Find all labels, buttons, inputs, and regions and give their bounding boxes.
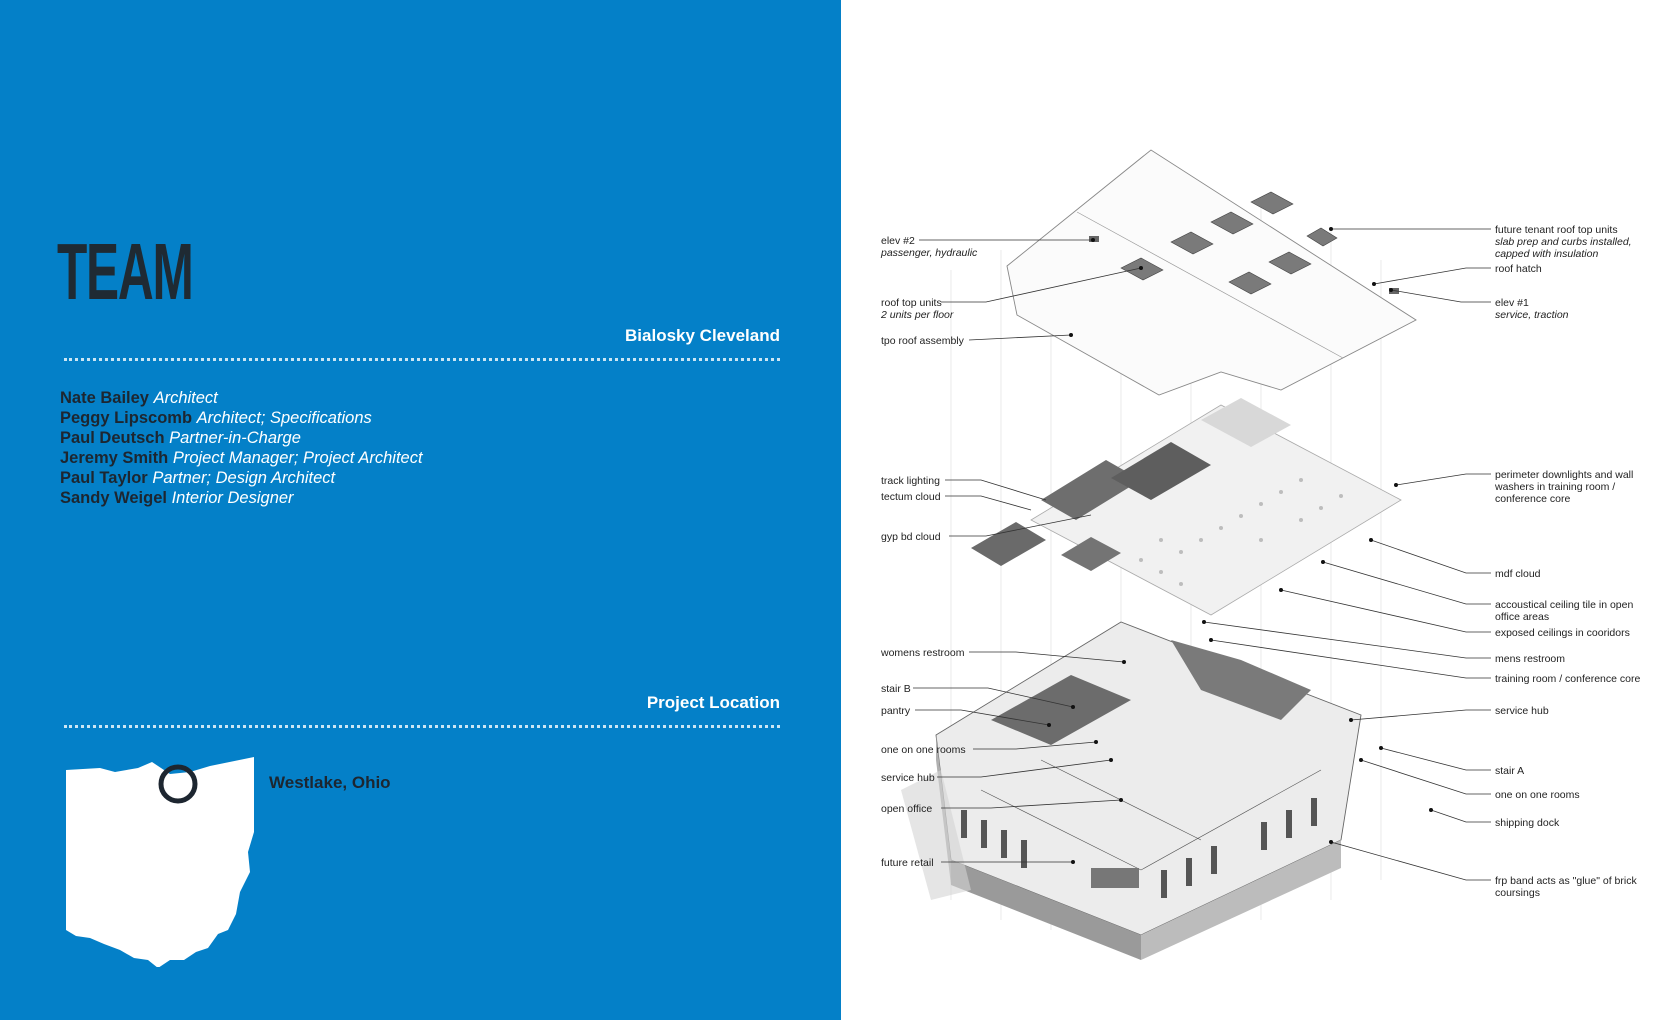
member-role: Partner-in-Charge <box>169 429 301 447</box>
roof-level <box>1006 149 1417 396</box>
label-act-b: office areas <box>1495 611 1549 623</box>
label-pantry: pantry <box>881 705 911 717</box>
label-oneonone: one on one rooms <box>881 744 966 756</box>
label-exposed: exposed ceilings in cooridors <box>1495 627 1630 639</box>
label-track: track lighting <box>881 475 940 487</box>
label-future-b: slab prep and curbs installed, <box>1495 236 1632 248</box>
label-elev2: elev #2 <box>881 235 915 247</box>
member-name: Paul Taylor <box>60 469 148 487</box>
label-perim-c: conference core <box>1495 493 1570 505</box>
label-shipping: shipping dock <box>1495 817 1560 829</box>
label-mens: mens restroom <box>1495 653 1565 665</box>
exploded-axonometric-diagram: elev #2 passenger, hydraulic roof top un… <box>880 149 1640 960</box>
team-member: Jeremy Smith Project Manager; Project Ar… <box>60 448 423 468</box>
label-future-c: capped with insulation <box>1495 248 1598 260</box>
right-annotations: future tenant roof top units slab prep a… <box>1203 224 1640 899</box>
member-role: Architect <box>153 389 218 407</box>
team-list: Nate Bailey Architect Peggy Lipscomb Arc… <box>60 388 423 508</box>
left-annotations: elev #2 passenger, hydraulic roof top un… <box>880 235 1142 869</box>
label-rtu-sub: 2 units per floor <box>880 309 954 321</box>
leader-dots <box>1047 227 1433 864</box>
project-location-heading: Project Location <box>646 693 780 712</box>
label-womens: womens restroom <box>880 647 965 659</box>
page-title: TEAM <box>57 227 194 316</box>
label-retail: future retail <box>881 857 934 869</box>
ohio-shape <box>66 757 254 967</box>
ceiling-level <box>971 398 1402 616</box>
label-gyp: gyp bd cloud <box>881 531 941 543</box>
label-stairb: stair B <box>881 683 911 695</box>
building-level <box>901 621 1362 960</box>
label-perim-a: perimeter downlights and wall <box>1495 469 1633 481</box>
member-role: Interior Designer <box>171 489 294 507</box>
label-perim-b: washers in training room / <box>1494 481 1615 493</box>
label-oneonone-r: one on one rooms <box>1495 789 1580 801</box>
label-tectum: tectum cloud <box>881 491 941 503</box>
member-name: Jeremy Smith <box>60 449 169 467</box>
label-servicehub: service hub <box>881 772 935 784</box>
label-openoffice: open office <box>881 803 932 815</box>
member-name: Sandy Weigel <box>60 489 167 507</box>
label-future-a: future tenant roof top units <box>1495 224 1618 236</box>
member-name: Peggy Lipscomb <box>60 409 193 427</box>
label-elev2-sub: passenger, hydraulic <box>880 247 978 259</box>
label-frp-a: frp band acts as "glue" of brick <box>1495 875 1637 887</box>
label-rtu: roof top units <box>881 297 942 309</box>
ceiling-grid <box>1139 478 1343 586</box>
team-member: Paul Deutsch Partner-in-Charge <box>60 428 423 448</box>
label-staira: stair A <box>1495 765 1524 777</box>
team-member: Paul Taylor Partner; Design Architect <box>60 468 423 488</box>
ohio-map-icon <box>66 757 254 967</box>
member-name: Paul Deutsch <box>60 429 165 447</box>
label-servicehub-r: service hub <box>1495 705 1549 717</box>
dotted-divider <box>64 725 780 728</box>
location-name: Westlake, Ohio <box>269 773 391 792</box>
label-hatch: roof hatch <box>1495 263 1542 275</box>
firm-heading: Bialosky Cleveland <box>625 326 780 345</box>
team-member: Peggy Lipscomb Architect; Specifications <box>60 408 423 428</box>
label-tpo: tpo roof assembly <box>881 335 965 347</box>
team-member: Sandy Weigel Interior Designer <box>60 488 423 508</box>
label-elev1: elev #1 <box>1495 297 1529 309</box>
team-member: Nate Bailey Architect <box>60 388 423 408</box>
location-marker-icon <box>158 764 198 804</box>
member-role: Architect; Specifications <box>196 409 372 427</box>
label-frp-b: coursings <box>1495 887 1540 899</box>
label-elev1-sub: service, traction <box>1495 309 1569 321</box>
member-name: Nate Bailey <box>60 389 149 407</box>
dotted-divider <box>64 358 780 361</box>
team-panel: TEAM Bialosky Cleveland Nate Bailey Arch… <box>0 0 841 1020</box>
label-mdf: mdf cloud <box>1495 568 1541 580</box>
label-act-a: accoustical ceiling tile in open <box>1495 599 1633 611</box>
member-role: Partner; Design Architect <box>152 469 336 487</box>
member-role: Project Manager; Project Architect <box>172 449 423 467</box>
label-training: training room / conference core <box>1495 673 1640 685</box>
diagram-panel: elev #2 passenger, hydraulic roof top un… <box>841 0 1680 1020</box>
